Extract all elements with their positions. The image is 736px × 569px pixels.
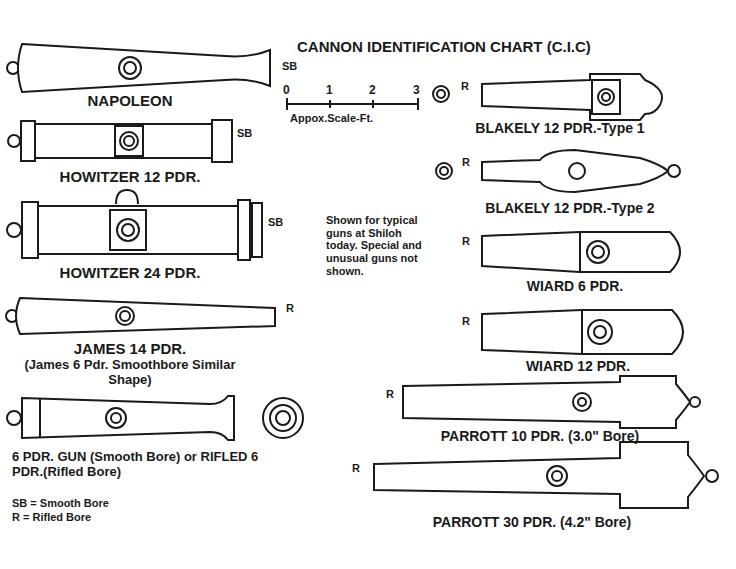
scale-number: 3 <box>413 84 420 98</box>
gun-name: WIARD 6 PDR. <box>527 278 623 294</box>
scale-number: 0 <box>283 84 290 98</box>
gun-name: BLAKELY 12 PDR.-Type 2 <box>485 200 654 216</box>
napoleon-cannon <box>7 44 270 92</box>
james-cannon <box>6 298 275 334</box>
gun-name: NAPOLEON <box>87 92 172 109</box>
blakely-type1-cannon <box>433 74 662 120</box>
scale-bar <box>287 98 418 110</box>
type-mark: SB <box>282 60 297 73</box>
gun-name: BLAKELY 12 PDR.-Type 1 <box>475 120 644 136</box>
note: Shown for typical guns at Shiloh today. … <box>326 214 422 277</box>
wiard-6-cannon <box>482 232 680 272</box>
howitzer-12-cannon <box>8 120 232 162</box>
blakely-type2-cannon <box>436 150 680 192</box>
gun-name: 6 PDR. GUN (Smooth Bore) or RIFLED 6 PDR… <box>12 450 282 480</box>
gun-name: HOWITZER 24 PDR. <box>60 264 201 281</box>
six-pdr-cannon <box>7 396 303 440</box>
howitzer-24-cannon <box>7 190 262 260</box>
scale-caption: Appox.Scale-Ft. <box>290 112 373 125</box>
parrott-10-cannon <box>403 376 700 428</box>
gun-name: WIARD 12 PDR. <box>526 358 630 374</box>
type-mark: R <box>461 80 469 93</box>
gun-note: (James 6 Pdr. Smoothbore Similar Shape) <box>20 358 240 388</box>
gun-name: PARROTT 10 PDR. (3.0" Bore) <box>441 428 640 444</box>
scale-number: 1 <box>326 84 333 98</box>
key-entry: R = Rifled Bore <box>12 511 91 524</box>
parrott-30-cannon <box>374 442 718 508</box>
chart-title: CANNON IDENTIFICATION CHART (C.I.C) <box>297 38 591 55</box>
type-mark: R <box>462 156 470 169</box>
type-mark: SB <box>237 127 252 140</box>
key-entry: SB = Smooth Bore <box>12 497 109 510</box>
gun-name: JAMES 14 PDR. <box>74 340 187 357</box>
type-mark: SB <box>268 216 283 229</box>
type-mark: R <box>352 462 360 475</box>
gun-name: PARROTT 30 PDR. (4.2" Bore) <box>433 514 632 530</box>
gun-name: HOWITZER 12 PDR. <box>60 168 201 185</box>
wiard-12-cannon <box>482 310 683 354</box>
type-mark: R <box>462 315 470 328</box>
type-mark: R <box>462 235 470 248</box>
type-mark: R <box>286 302 294 315</box>
scale-number: 2 <box>369 84 376 98</box>
type-mark: R <box>386 388 394 401</box>
